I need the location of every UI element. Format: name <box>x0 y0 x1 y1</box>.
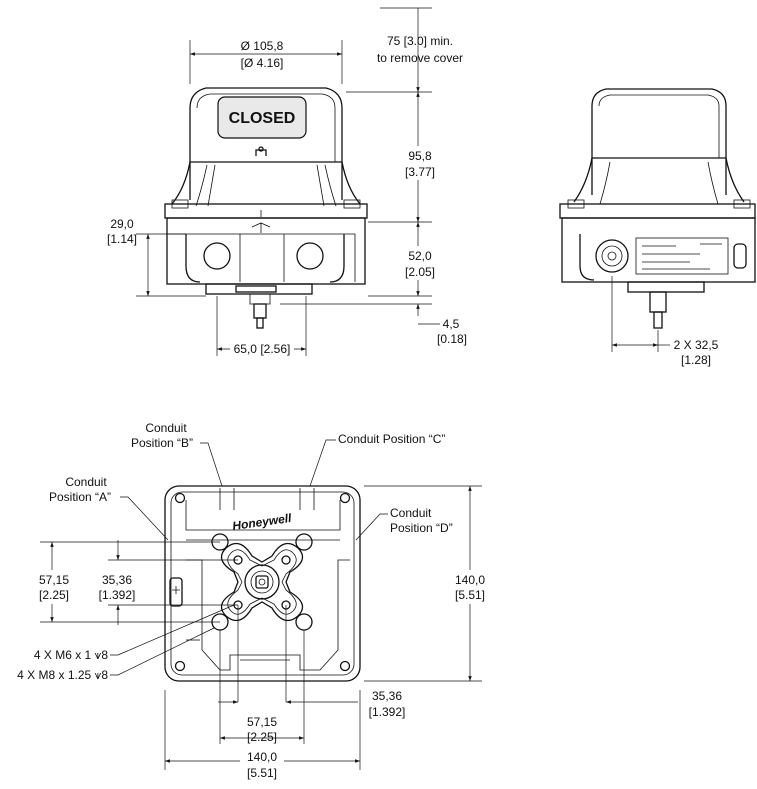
indicator-text: CLOSED <box>229 110 296 127</box>
front-view: CLOSED Ø 105,8 [Ø 4.1 <box>107 7 467 357</box>
thread-m8-label: 4 X M8 x 1.25 ⩛8 <box>17 668 108 682</box>
conduit-d-line1: Conduit <box>390 506 432 520</box>
cover-height-in: [3.77] <box>405 165 435 179</box>
side-view: 2 X 32,5 [1.28] <box>559 88 756 367</box>
conduit-a-line2: Position “A” <box>49 490 111 504</box>
cover-diameter-mm: Ø 105,8 <box>241 39 284 53</box>
width-mm: 140,0 <box>247 750 277 764</box>
thread-m6-label: 4 X M6 x 1 ⩛8 <box>34 648 108 662</box>
conduit-c-label: Conduit Position “C” <box>338 432 445 446</box>
body-height-in: [2.05] <box>405 265 435 279</box>
right-inner-mm: 35,36 <box>372 689 402 703</box>
cover-height-mm: 95,8 <box>408 149 432 163</box>
left-outer-mm: 57,15 <box>39 573 69 587</box>
cover-diameter-in: [Ø 4.16] <box>241 56 284 70</box>
conduit-b-line1: Conduit <box>145 421 187 435</box>
clearance-line2: to remove cover <box>377 51 463 65</box>
bottom-view: Honeywell Conduit Position “A” Conduit P… <box>17 421 492 781</box>
conduit-b-line2: Position “B” <box>131 436 193 450</box>
height-in: [5.51] <box>455 588 485 602</box>
clearance-line1: 75 [3.0] min. <box>387 34 453 48</box>
height-mm: 140,0 <box>455 573 485 587</box>
side-offset-mm: 2 X 32,5 <box>674 338 719 352</box>
base-width: 65,0 [2.56] <box>234 342 291 356</box>
left-height-mm: 29,0 <box>110 217 134 231</box>
width-in: [5.51] <box>247 766 277 780</box>
left-inner-in: [1.392] <box>99 588 136 602</box>
bottom-inner-mm: 57,15 <box>247 715 277 729</box>
shaft-height-mm: 4,5 <box>443 317 460 331</box>
bottom-inner-in: [2.25] <box>247 730 277 744</box>
left-outer-in: [2.25] <box>39 588 69 602</box>
conduit-a-line1: Conduit <box>65 475 107 489</box>
body-height-mm: 52,0 <box>408 249 432 263</box>
side-offset-in: [1.28] <box>681 353 711 367</box>
left-inner-mm: 35,36 <box>102 573 132 587</box>
right-inner-in: [1.392] <box>369 705 406 719</box>
left-height-in: [1.14] <box>107 232 137 246</box>
conduit-d-line2: Position “D” <box>390 521 453 535</box>
shaft-height-in: [0.18] <box>437 332 467 346</box>
indicator-window <box>217 96 307 139</box>
